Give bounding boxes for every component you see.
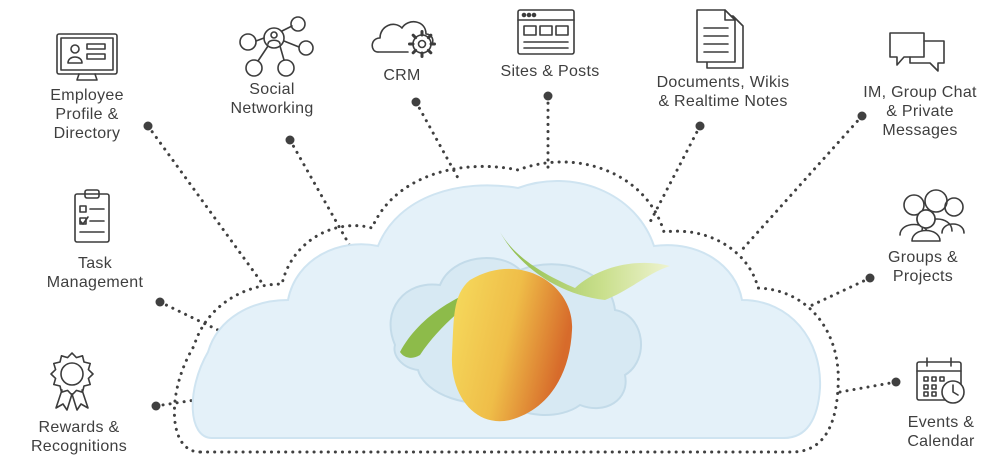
connector-dot-sites-posts [543, 91, 553, 101]
connector-documents [646, 124, 702, 228]
clipboard-checklist-icon [74, 189, 110, 243]
connector-dot-crm [411, 97, 421, 107]
logo-big-leaf [500, 232, 670, 300]
id-card-monitor-icon [56, 33, 118, 81]
label-events: Events &Calendar [907, 414, 975, 450]
connector-dot-rewards [151, 401, 161, 411]
connector-dot-task-management [155, 297, 165, 307]
connector-social-networking [288, 138, 352, 248]
connector-groups-projects [804, 276, 872, 310]
calendar-clock-icon [916, 357, 965, 404]
cloud-dotted-outline [172, 160, 840, 454]
award-ribbon-icon [50, 352, 94, 411]
mango-leaf-logo-icon [389, 232, 670, 422]
connector-task-management [158, 300, 224, 334]
logo-small-leaf [400, 280, 505, 358]
label-sites-posts: Sites & Posts [500, 63, 600, 80]
label-documents: Documents, Wikis& Realtime Notes [656, 74, 790, 110]
connector-dot-employee-profile [143, 121, 153, 131]
chat-bubbles-icon [889, 32, 945, 72]
browser-window-icon [517, 9, 575, 55]
label-groups-projects: Groups &Projects [888, 249, 958, 285]
connector-events [838, 380, 898, 394]
connector-dot-groups-projects [865, 273, 875, 283]
cloud-gear-icon [371, 21, 436, 58]
people-network-icon [239, 16, 314, 77]
connector-dot-documents [695, 121, 705, 131]
documents-icon [696, 9, 744, 69]
group-people-icon [899, 189, 965, 242]
label-rewards: Rewards &Recognitions [30, 419, 128, 455]
connector-im-chat [738, 114, 864, 254]
connector-dot-events [891, 377, 901, 387]
connector-dot-im-chat [857, 111, 867, 121]
logo-mango [451, 268, 573, 422]
label-crm: CRM [383, 67, 421, 84]
connector-dot-social-networking [285, 135, 295, 145]
connector-crm [414, 100, 460, 180]
